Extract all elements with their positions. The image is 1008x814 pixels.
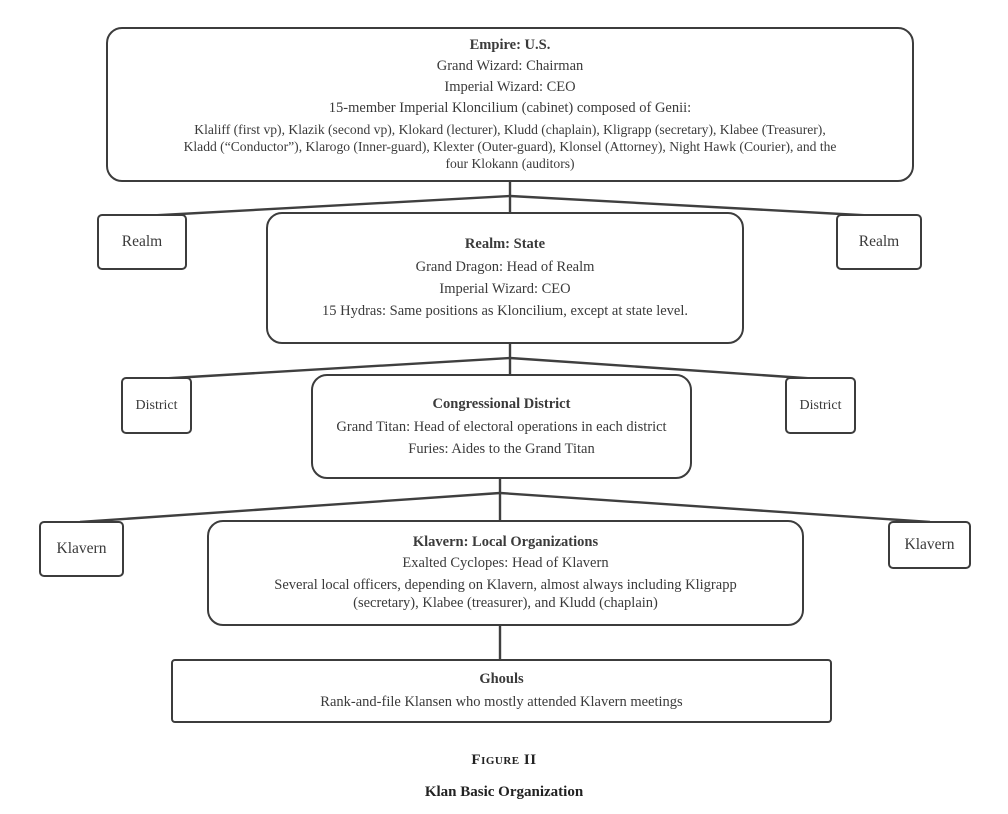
empire-line-kloncilium: 15-member Imperial Kloncilium (cabinet) … bbox=[328, 100, 692, 116]
realm-line-hydras: 15 Hydras: Same positions as Kloncilium,… bbox=[321, 303, 689, 319]
district-right-label: District bbox=[799, 397, 842, 413]
empire-line-imperial-wizard: Imperial Wizard: CEO bbox=[444, 79, 576, 95]
klavern-left-label: Klavern bbox=[56, 540, 107, 557]
connector-district-klavern-right bbox=[499, 491, 931, 524]
klavern-title: Klavern: Local Organizations bbox=[412, 534, 599, 550]
district-line-grand-titan: Grand Titan: Head of electoral operation… bbox=[336, 419, 667, 435]
ghouls-line-rank-and-file: Rank-and-file Klansen who mostly attende… bbox=[320, 694, 683, 710]
connector-district-klavern-left bbox=[79, 491, 501, 524]
klavern-line-officers-2: (secretary), Klabee (treasurer), and Klu… bbox=[353, 595, 658, 611]
klavern-box: Klavern: Local Organizations Exalted Cyc… bbox=[207, 520, 804, 626]
empire-line-genii-1: Klaliff (first vp), Klazik (second vp), … bbox=[194, 122, 826, 137]
klavern-right-box: Klavern bbox=[888, 521, 971, 569]
figure-label: Figure II bbox=[471, 752, 537, 768]
realm-line-grand-dragon: Grand Dragon: Head of Realm bbox=[415, 259, 595, 275]
district-line-furies: Furies: Aides to the Grand Titan bbox=[408, 441, 595, 457]
ghouls-box: Ghouls Rank-and-file Klansen who mostly … bbox=[171, 659, 832, 723]
empire-line-genii-2: Kladd (“Conductor”), Klarogo (Inner-guar… bbox=[183, 139, 837, 154]
district-left-label: District bbox=[135, 397, 178, 413]
realm-box: Realm: State Grand Dragon: Head of Realm… bbox=[266, 212, 744, 344]
realm-right-label: Realm bbox=[858, 233, 900, 250]
figure-title: Klan Basic Organization bbox=[424, 784, 584, 800]
empire-title: Empire: U.S. bbox=[469, 37, 551, 53]
realm-title: Realm: State bbox=[464, 236, 546, 252]
empire-line-grand-wizard: Grand Wizard: Chairman bbox=[436, 58, 584, 74]
connector-empire-realm-left bbox=[142, 194, 511, 218]
empire-box: Empire: U.S. Grand Wizard: Chairman Impe… bbox=[106, 27, 914, 182]
district-right-box: District bbox=[785, 377, 856, 434]
district-title: Congressional District bbox=[432, 396, 571, 412]
klavern-right-label: Klavern bbox=[904, 536, 955, 553]
realm-left-label: Realm bbox=[121, 233, 163, 250]
connector-realm-district-right bbox=[509, 356, 820, 381]
klavern-line-officers-1: Several local officers, depending on Kla… bbox=[274, 577, 737, 593]
district-box: Congressional District Grand Titan: Head… bbox=[311, 374, 692, 479]
empire-line-genii-3: four Klokann (auditors) bbox=[445, 156, 575, 171]
connector-empire-realm-right bbox=[509, 194, 879, 218]
realm-line-imperial-wizard: Imperial Wizard: CEO bbox=[439, 281, 571, 297]
realm-left-box: Realm bbox=[97, 214, 187, 270]
district-left-box: District bbox=[121, 377, 192, 434]
klavern-line-exalted-cyclopes: Exalted Cyclopes: Head of Klavern bbox=[402, 555, 609, 571]
ghouls-title: Ghouls bbox=[479, 671, 524, 687]
realm-right-box: Realm bbox=[836, 214, 922, 270]
klavern-left-box: Klavern bbox=[39, 521, 124, 577]
connector-realm-district-left bbox=[155, 356, 511, 381]
